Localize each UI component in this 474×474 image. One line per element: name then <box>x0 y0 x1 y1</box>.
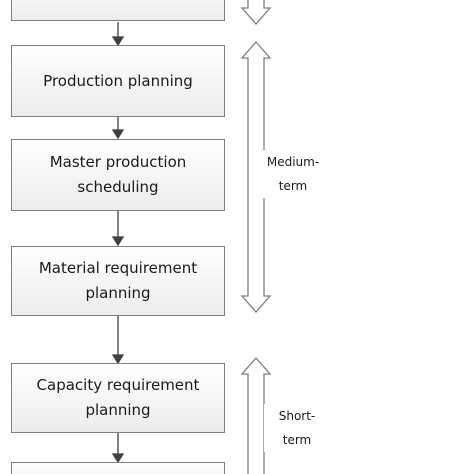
medium-term-label: Medium- term <box>257 150 329 198</box>
box-label-line: Capacity requirement <box>36 376 200 394</box>
long-term-label: term <box>270 0 314 6</box>
box-label-line: Material requirement <box>38 259 198 277</box>
planning-box-material-requirement-planning: Material requirement planning <box>11 246 225 316</box>
box-label-line: planning <box>85 401 151 419</box>
connector-arrowhead <box>111 453 125 464</box>
planning-box-production-planning: Production planning <box>11 45 225 117</box>
short-term-label: Short- term <box>264 404 330 452</box>
medium-term-label-line2: term <box>278 179 308 193</box>
short-term-label-line2: term <box>282 433 312 447</box>
box-label-line: Master production <box>49 153 187 171</box>
medium-term-horizon-arrow <box>240 41 272 313</box>
planning-box-bottom-partial <box>11 462 225 474</box>
connector-arrowhead <box>111 36 125 47</box>
short-term-label-line1: Short- <box>278 409 316 423</box>
box-label-line: scheduling <box>77 178 159 196</box>
planning-box-master-production-scheduling: Master production scheduling <box>11 139 225 211</box>
connector-arrowhead <box>111 354 125 365</box>
connector-arrowhead <box>111 236 125 247</box>
planning-box-top-partial <box>11 0 225 21</box>
box-label-line: planning <box>85 284 151 302</box>
connector-arrowhead <box>111 129 125 140</box>
box-label-line: Production planning <box>43 71 193 90</box>
planning-box-capacity-requirement-planning: Capacity requirement planning <box>11 363 225 433</box>
long-term-horizon-arrow <box>240 0 272 25</box>
short-term-horizon-arrow <box>240 357 272 474</box>
medium-term-label-line1: Medium- <box>266 155 320 169</box>
